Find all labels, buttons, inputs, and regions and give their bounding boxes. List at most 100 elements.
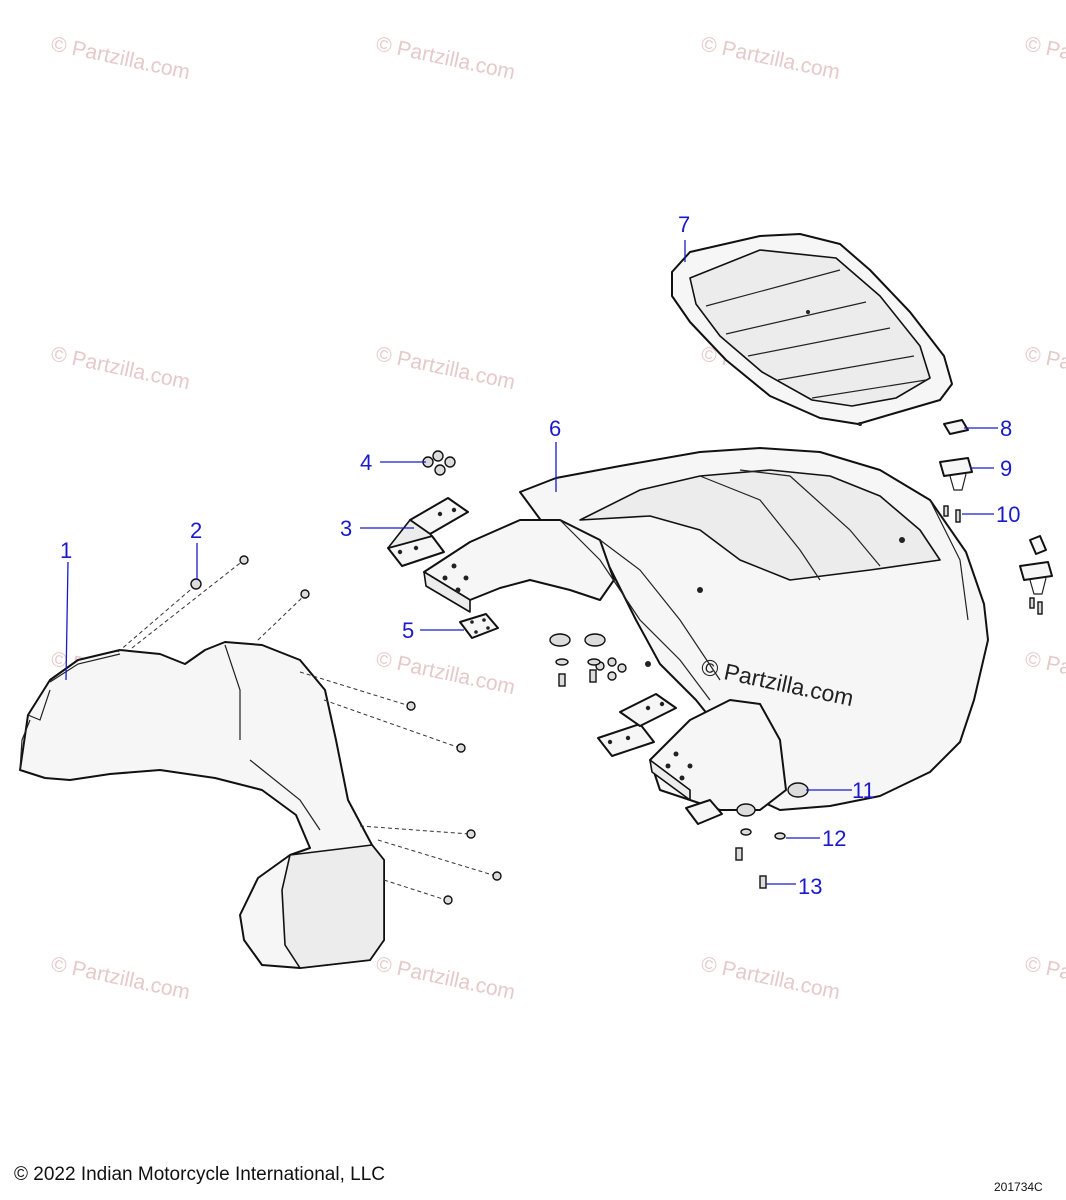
bolt-hole-icon (451, 507, 457, 513)
watermark: © Partzilla.com (49, 32, 192, 84)
screw-icon (943, 505, 949, 517)
callout-8[interactable]: 8 (1000, 416, 1012, 441)
screw-icon (456, 743, 466, 753)
bolt-hole-icon (645, 661, 651, 667)
fastener-leaders-left (117, 559, 497, 901)
nut-icon (607, 657, 617, 667)
rack-foot-icon (806, 310, 810, 314)
copyright-notice: © 2022 Indian Motorcycle International, … (14, 1164, 385, 1185)
clip-body (943, 419, 969, 435)
bolt-hole-icon (607, 739, 613, 745)
grommet-icon (549, 633, 571, 647)
bolt-hole-icon (442, 575, 448, 581)
part-10-screws[interactable] (943, 505, 1043, 615)
callout-leaders (65, 240, 998, 885)
mount-hardware-right[interactable] (735, 782, 809, 889)
part-3-hinge-bracket-lower[interactable] (597, 693, 677, 757)
part-7-luggage-rack[interactable] (671, 233, 953, 426)
bolt-icon (558, 673, 566, 687)
bolt-icon (589, 669, 597, 683)
left-mount-arm (423, 519, 615, 601)
nut-icon (444, 456, 456, 468)
dashed-leader (299, 671, 411, 707)
screws-left[interactable] (190, 555, 502, 905)
dashed-leader (383, 879, 447, 901)
rack-rail (725, 301, 867, 335)
watermark: © Partzilla.com (1023, 647, 1066, 699)
bolt-hole-icon (665, 763, 671, 769)
latch-plate (939, 457, 973, 477)
part-4-nuts[interactable] (422, 450, 627, 681)
latch-loop (949, 473, 967, 491)
inner-channel (559, 519, 711, 701)
screw-icon (955, 509, 961, 523)
hinge-leaf (597, 723, 655, 757)
callout-13[interactable]: 13 (798, 874, 822, 899)
nut-icon (432, 450, 444, 462)
edge-line (249, 759, 321, 831)
callout-2[interactable]: 2 (190, 518, 202, 543)
hinge-pin (387, 519, 433, 549)
bolt-hole-icon (474, 630, 478, 634)
watermark: © Partzilla.com (49, 952, 192, 1004)
watermark: © Partzilla.com (49, 342, 192, 394)
edge-line (27, 689, 51, 721)
screw-icon (443, 895, 453, 905)
watermark: © Partzilla.com (374, 952, 517, 1004)
right-mount-arm (649, 699, 787, 811)
callout-5[interactable]: 5 (402, 618, 414, 643)
part-8-clip[interactable] (943, 419, 1047, 555)
part-9-latch[interactable] (939, 457, 1053, 595)
screw-icon (300, 589, 310, 599)
callout-1[interactable]: 1 (60, 538, 72, 563)
callout-3[interactable]: 3 (340, 516, 352, 541)
part-3-hinge-bracket[interactable] (387, 497, 469, 567)
edge-line (224, 644, 241, 740)
dashed-leader (323, 699, 461, 749)
rack-inner (689, 249, 931, 407)
latch-loop (1029, 577, 1047, 595)
grommet-icon (736, 803, 756, 817)
washer-icon (587, 658, 601, 666)
trunk-lid-recess (579, 469, 941, 581)
callout-12[interactable]: 12 (822, 826, 846, 851)
callout-labels: 1 2 3 4 5 6 7 8 9 10 11 12 13 (60, 212, 1020, 899)
dashed-leader (359, 825, 471, 835)
nut-icon (607, 671, 617, 681)
part-1-trunk-side-cover[interactable] (19, 641, 385, 969)
mount-hardware-center[interactable] (549, 633, 606, 687)
right-mount-foot (649, 759, 691, 801)
callout-11[interactable]: 11 (852, 778, 875, 803)
callout-9[interactable]: 9 (1000, 456, 1012, 481)
grommet-icon (584, 633, 606, 647)
nut-icon (617, 663, 627, 673)
grommet-icon (787, 782, 809, 798)
callout-10[interactable]: 10 (996, 502, 1020, 527)
screw-icon (1029, 597, 1035, 609)
part-6-trunk-body[interactable] (423, 447, 989, 811)
callout-4[interactable]: 4 (360, 450, 372, 475)
latch-plate (1019, 561, 1053, 581)
edge-line (19, 719, 31, 771)
part-5-backing-plate[interactable] (459, 613, 723, 825)
bolt-icon (735, 847, 743, 861)
callout-6[interactable]: 6 (549, 416, 561, 441)
edge-line (49, 653, 121, 683)
watermark: © Partzilla.com (1023, 32, 1066, 84)
nut-icon (434, 464, 446, 476)
plate-body (685, 799, 723, 825)
watermark: © Partzilla.com (1023, 342, 1066, 394)
screw-icon (190, 578, 202, 590)
bolt-hole-icon (697, 587, 703, 593)
bolt-hole-icon (679, 775, 685, 781)
callout-7[interactable]: 7 (678, 212, 690, 237)
screw-icon (1037, 601, 1043, 615)
washer-icon (555, 658, 569, 666)
trunk-edge (929, 499, 969, 621)
bolt-hole-icon (486, 626, 490, 630)
bolt-icon (759, 875, 767, 889)
washer-icon (740, 828, 752, 836)
left-mount-foot (423, 571, 471, 613)
bolt-hole-icon (625, 735, 631, 741)
